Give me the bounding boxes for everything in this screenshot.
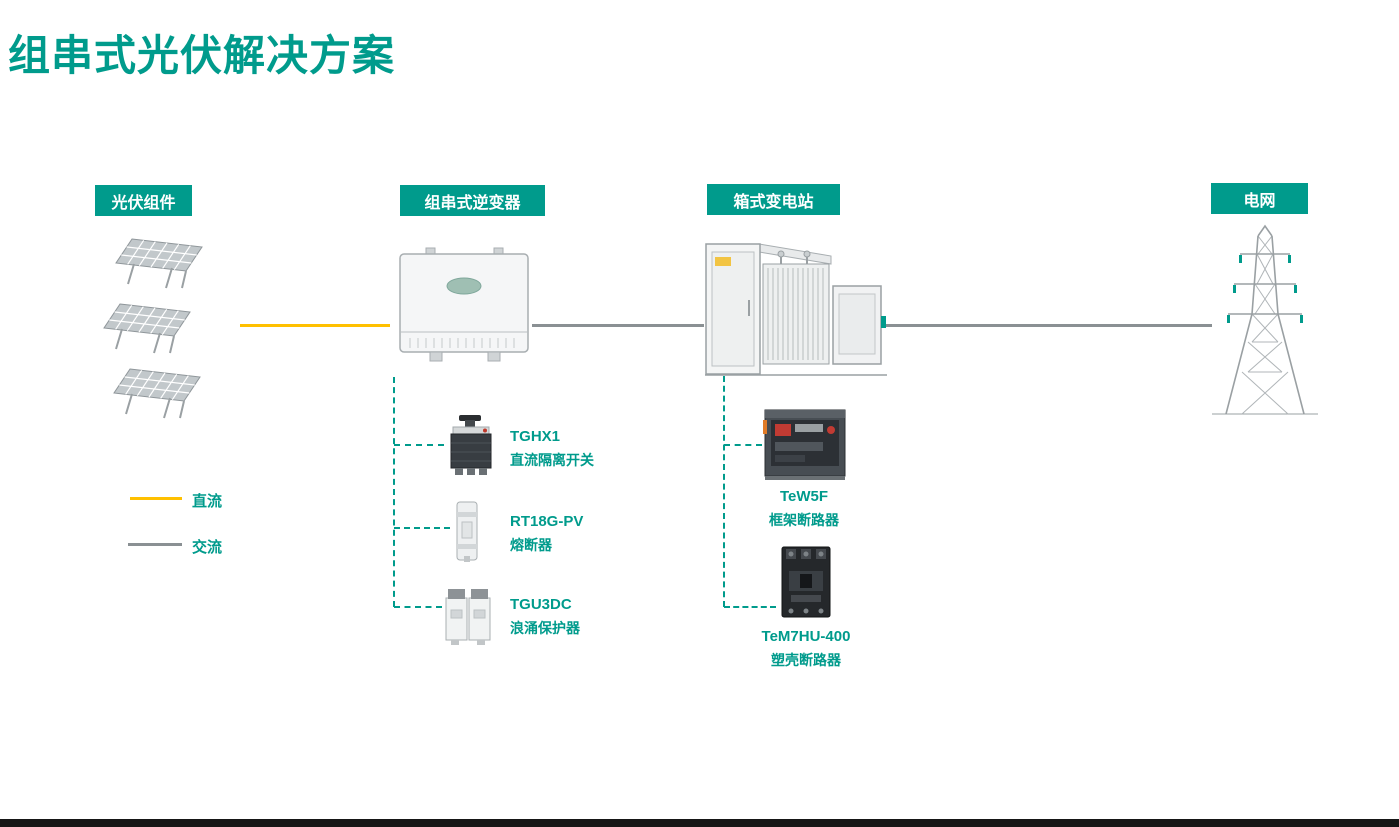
product-name: 熔断器: [510, 537, 552, 553]
product-name: 浪涌保护器: [510, 620, 580, 636]
ac-line-substation-grid: [882, 324, 1212, 327]
product-model: RT18G-PV: [510, 513, 584, 530]
legend-ac-swatch: [128, 543, 182, 546]
product-label-tgu3dc: TGU3DC 浪涌保护器: [510, 596, 580, 638]
product-label-rt18g-pv: RT18G-PV 熔断器: [510, 513, 583, 555]
substation-accessory-trunk-line: [723, 376, 725, 607]
substation-accessory-branch-2: [724, 606, 776, 608]
inverter-accessory-branch-1: [394, 444, 444, 446]
tghx1-product-image: [450, 415, 492, 475]
tgu3dc-product-image: [445, 589, 491, 645]
product-label-tew5f: TeW5F 框架断路器: [748, 488, 860, 530]
product-label-tghx1: TGHX1 直流隔离开关: [510, 428, 594, 470]
legend-ac-label: 交流: [192, 539, 223, 556]
stage-badge-pv-modules: 光伏组件: [95, 185, 192, 216]
legend-dc-label: 直流: [192, 493, 223, 510]
inverter-illustration: [399, 247, 529, 362]
solar-panel-icon: [103, 303, 191, 354]
legend-dc-swatch: [130, 497, 182, 500]
product-model: TGHX1: [510, 428, 561, 445]
stage-badge-string-inverter: 组串式逆变器: [400, 185, 545, 216]
product-model: TeW5F: [779, 488, 829, 505]
product-name: 直流隔离开关: [510, 452, 594, 468]
solar-panel-icon: [113, 368, 201, 419]
inverter-accessory-trunk-line: [393, 377, 395, 607]
transmission-tower-icon: [1212, 224, 1318, 415]
tem7hu-400-product-image: [781, 546, 831, 618]
dc-line: [240, 324, 390, 327]
substation-accessory-branch-1: [724, 444, 762, 446]
product-name: 框架断路器: [769, 512, 839, 528]
ac-line-inverter-substation: [532, 324, 704, 327]
product-name: 塑壳断路器: [771, 652, 841, 668]
tew5f-product-image: [763, 409, 846, 480]
page-title: 组串式光伏解决方案: [8, 32, 396, 79]
product-model: TeM7HU-400: [761, 628, 851, 645]
stage-badge-box-substation: 箱式变电站: [707, 184, 840, 215]
product-label-tem7hu-400: TeM7HU-400 塑壳断路器: [740, 628, 872, 670]
stage-badge-grid: 电网: [1211, 183, 1308, 214]
bottom-edge-bar: [0, 819, 1399, 827]
substation-illustration: [705, 243, 887, 376]
inverter-accessory-branch-2: [394, 527, 450, 529]
inverter-accessory-branch-3: [394, 606, 442, 608]
rt18g-pv-product-image: [456, 501, 478, 562]
product-model: TGU3DC: [510, 596, 572, 613]
solar-panel-icon: [115, 238, 203, 289]
